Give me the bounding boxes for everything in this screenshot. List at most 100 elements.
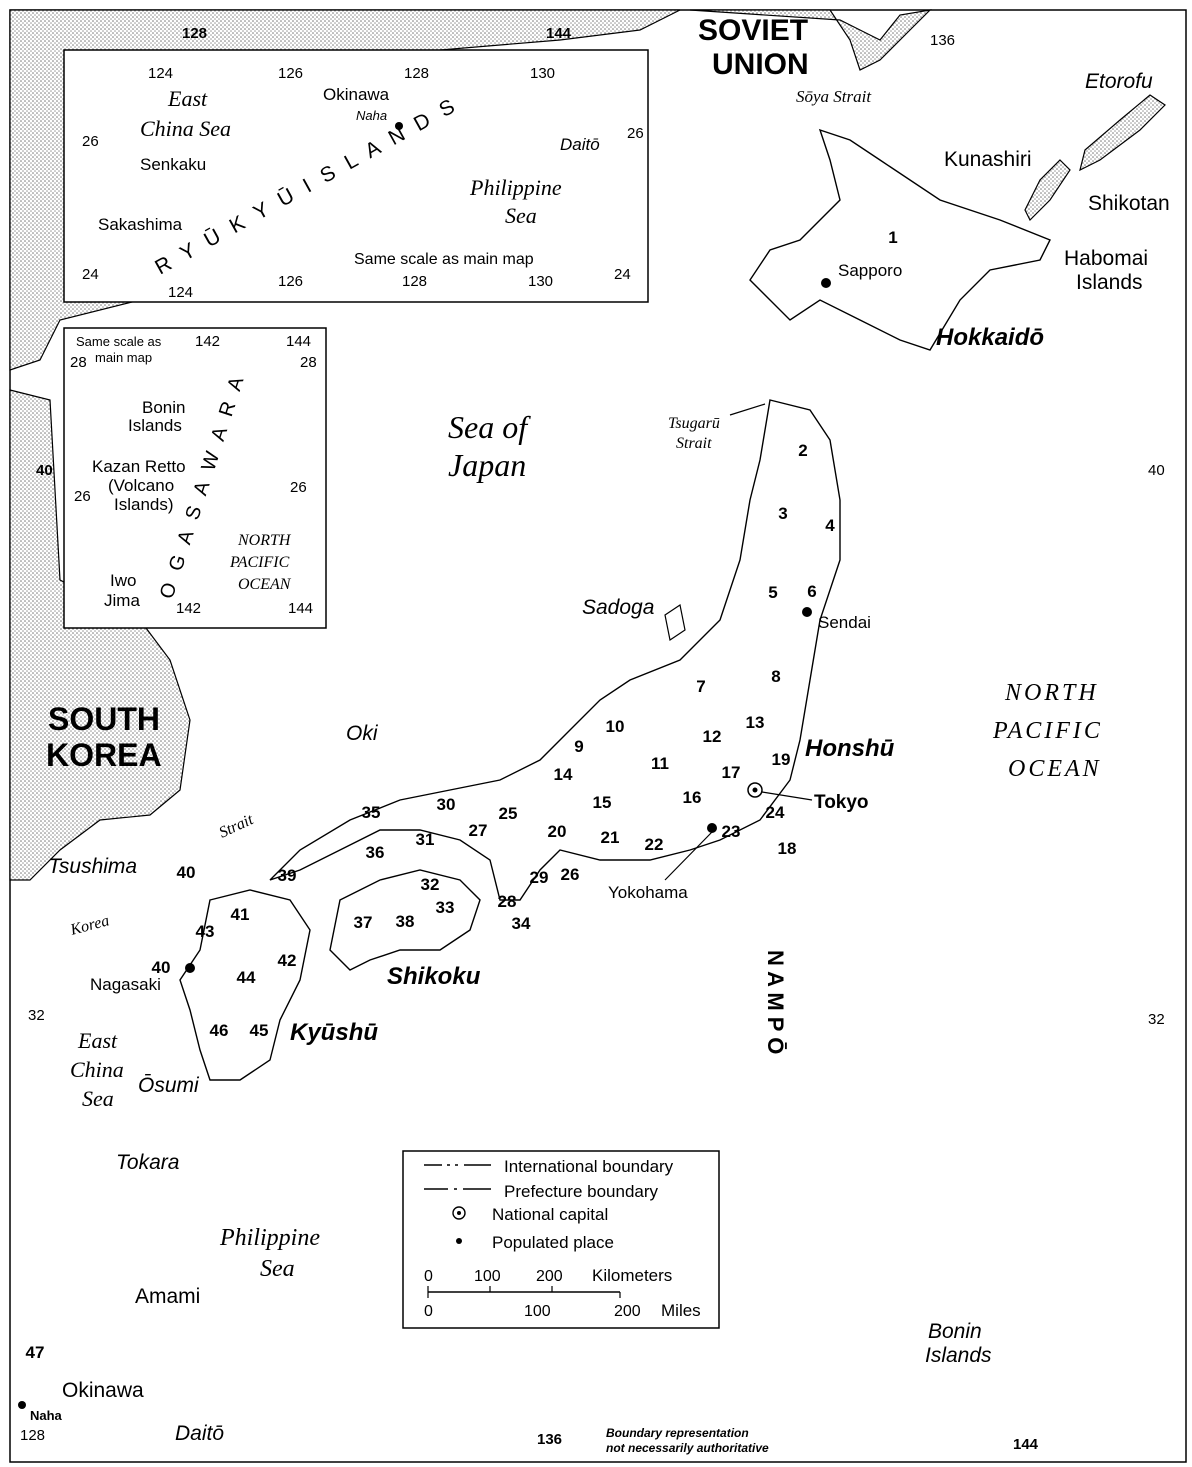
hokkaido-outline (749, 128, 1051, 351)
ryukyu-lat-26-right: 26 (627, 125, 644, 142)
bonin-iwo-1: Iwo (110, 571, 136, 590)
ryukyu-okinawa: Okinawa (323, 85, 390, 104)
label-sea-japan-1: Sea of (448, 409, 531, 445)
prefecture-number: 45 (250, 1021, 269, 1040)
prefecture-number: 34 (512, 914, 531, 933)
bonin-lat-28: 28 (70, 354, 87, 371)
bonin-lon-144: 144 (286, 333, 311, 350)
prefecture-number: 8 (771, 667, 780, 686)
ryukyu-ps-2: Sea (505, 203, 537, 228)
ryukyu-lat-26: 26 (82, 133, 99, 150)
prefecture-number: 4 (825, 516, 835, 535)
grid-bottom-128: 128 (20, 1427, 45, 1444)
grid-right-32: 32 (1148, 1011, 1165, 1028)
label-korea-2: KOREA (46, 737, 162, 773)
prefecture-number: 6 (807, 582, 816, 601)
prefecture-number: 36 (366, 843, 385, 862)
grid-bottom-136: 136 (537, 1431, 562, 1448)
ryukyu-lon-130-b: 130 (528, 273, 553, 290)
label-kyushu: Kyūshū (290, 1019, 378, 1046)
prefecture-number: 28 (498, 892, 517, 911)
prefecture-number: 37 (354, 913, 373, 932)
legend-mi-100: 100 (524, 1303, 551, 1320)
inset-bonin: Same scale as main map 142 144 28 28 26 … (70, 333, 317, 617)
prefecture-number: 1 (888, 228, 897, 247)
prefecture-number: 47 (26, 1343, 45, 1362)
label-ps-1: Philippine (219, 1225, 320, 1251)
yokohama-dot (707, 823, 717, 833)
label-tsushima: Tsushima (48, 855, 137, 878)
label-habomai-1: Habomai (1064, 247, 1148, 270)
inset-bonin-frame (63, 327, 327, 629)
nagasaki-dot (185, 963, 195, 973)
prefecture-number: 41 (231, 905, 250, 924)
ryukyu-ecs-2: China Sea (140, 116, 231, 141)
label-kunashiri: Kunashiri (944, 148, 1032, 171)
inset-ryukyu-frame (63, 49, 649, 303)
ryukyu-daito: Daitō (560, 135, 600, 154)
legend-km-200: 200 (536, 1268, 563, 1285)
label-nampo: N A M P Ō (763, 950, 788, 1054)
label-npo-3: OCEAN (1008, 756, 1102, 782)
kyushu-outline (179, 889, 311, 1081)
label-bonin-2: Islands (925, 1344, 992, 1367)
prefecture-number: 29 (530, 868, 549, 887)
legend-capital: National capital (492, 1205, 608, 1224)
prefecture-number: 7 (696, 677, 705, 696)
prefecture-number: 43 (196, 922, 215, 941)
label-sendai: Sendai (818, 613, 871, 632)
prefecture-number: 33 (436, 898, 455, 917)
prefecture-number: 19 (772, 750, 791, 769)
ryukyu-lon-130: 130 (530, 65, 555, 82)
label-shikoku: Shikoku (387, 963, 481, 990)
label-ecs-2: China (70, 1057, 124, 1082)
label-ps-2: Sea (260, 1256, 295, 1282)
label-tsugaru-2: Strait (676, 435, 712, 452)
ryukyu-lon-128: 128 (404, 65, 429, 82)
bonin-islands-1: Bonin (142, 398, 185, 417)
bonin-islands-2: Islands (128, 416, 182, 435)
bonin-scale-2: main map (95, 350, 152, 365)
bonin-iwo-2: Jima (104, 591, 140, 610)
label-soya: Sōya Strait (796, 87, 872, 106)
legend-populated-icon (456, 1238, 462, 1244)
ryukyu-lon-126: 126 (278, 65, 303, 82)
prefecture-number: 26 (561, 865, 580, 884)
ryukyu-lon-124-b: 124 (168, 284, 193, 301)
bonin-lat-26: 26 (74, 488, 91, 505)
prefecture-number: 24 (766, 803, 785, 822)
ryukyu-lon-126-b: 126 (278, 273, 303, 290)
prefecture-number: 13 (746, 713, 765, 732)
prefecture-number: 23 (722, 822, 741, 841)
label-hokkaido: Hokkaidō (936, 324, 1044, 351)
bonin-lat-26-right: 26 (290, 479, 307, 496)
prefecture-number: 40 (177, 863, 196, 882)
prefecture-number: 42 (278, 951, 297, 970)
label-oki: Oki (346, 722, 379, 745)
prefecture-number: 10 (606, 717, 625, 736)
prefecture-number: 2 (798, 441, 807, 460)
legend-km-100: 100 (474, 1268, 501, 1285)
label-daito: Daitō (175, 1422, 224, 1445)
legend-km-label: Kilometers (592, 1266, 672, 1285)
ryukyu-lat-24-right: 24 (614, 266, 631, 283)
label-shikotan: Shikotan (1088, 192, 1170, 215)
sendai-dot (802, 607, 812, 617)
bonin-scale-1: Same scale as (76, 334, 162, 349)
label-npo-1: NORTH (1004, 680, 1099, 706)
ryukyu-lon-124: 124 (148, 65, 173, 82)
legend-prefecture: Prefecture boundary (504, 1182, 659, 1201)
prefecture-number: 32 (421, 875, 440, 894)
bonin-lat-28-right: 28 (300, 354, 317, 371)
ryukyu-ps-1: Philippine (469, 175, 562, 200)
prefecture-number: 12 (703, 727, 722, 746)
bonin-npo-3: OCEAN (238, 576, 292, 593)
label-npo-2: PACIFIC (992, 718, 1103, 744)
cities: Sapporo Sendai Tokyo Yokohama Nagasaki N… (18, 261, 902, 1423)
label-etorofu: Etorofu (1085, 70, 1153, 93)
prefecture-number: 31 (416, 830, 435, 849)
bonin-kazan-1: Kazan Retto (92, 457, 186, 476)
bonin-lon-142-b: 142 (176, 600, 201, 617)
grid-labels: 128 144 136 40 40 32 32 128 136 144 (20, 25, 1165, 1453)
